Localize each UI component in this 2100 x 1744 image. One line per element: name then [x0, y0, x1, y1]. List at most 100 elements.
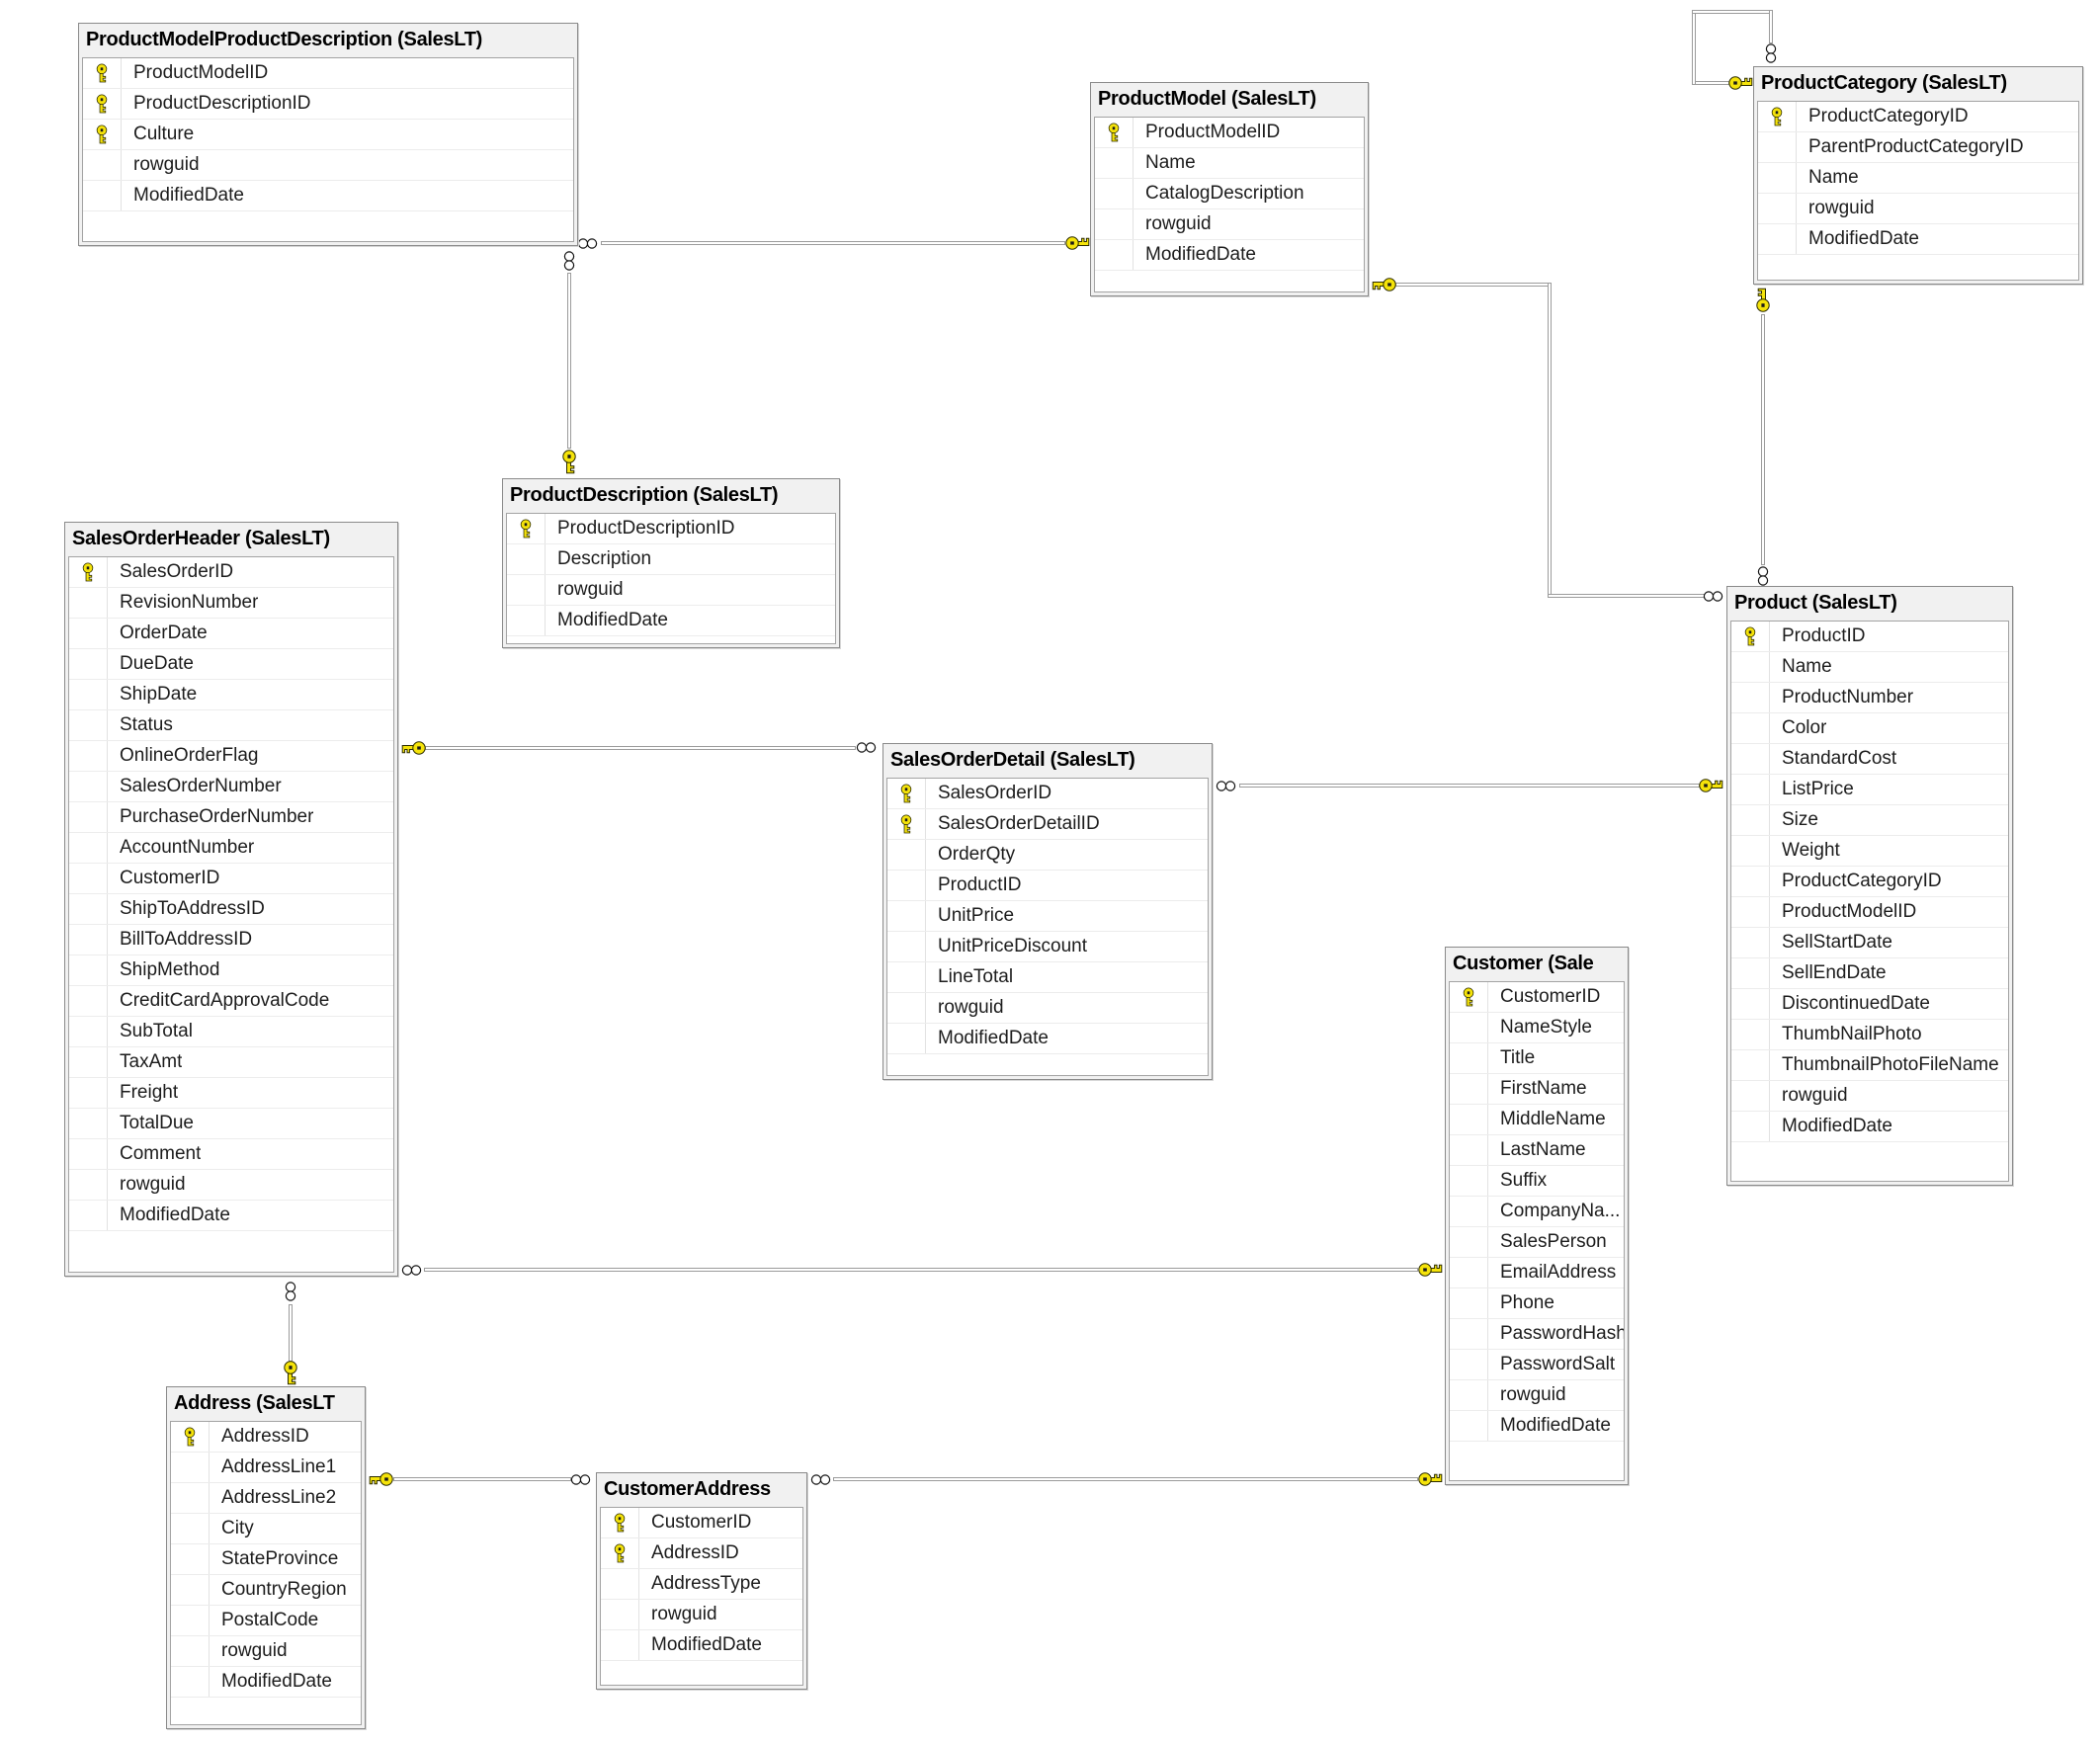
- column-row[interactable]: ProductModelID: [83, 58, 573, 89]
- column-row[interactable]: EmailAddress: [1450, 1258, 1624, 1288]
- column-row[interactable]: Suffix: [1450, 1166, 1624, 1197]
- column-row[interactable]: MiddleName: [1450, 1105, 1624, 1135]
- relationship-line-segment[interactable]: [1548, 283, 1552, 598]
- column-row[interactable]: SalesOrderID: [887, 779, 1208, 809]
- table-title[interactable]: Product (SalesLT): [1734, 592, 1897, 614]
- column-row[interactable]: PostalCode: [171, 1606, 361, 1636]
- relationship-line-segment[interactable]: [1239, 784, 1700, 788]
- relationship-line-segment[interactable]: [567, 273, 571, 449]
- relationship-line-segment[interactable]: [393, 1477, 571, 1481]
- column-row[interactable]: ProductModelID: [1731, 897, 2008, 928]
- column-row[interactable]: ProductModelID: [1095, 118, 1364, 148]
- relationship-line-segment[interactable]: [1694, 81, 1729, 85]
- column-row[interactable]: rowguid: [1095, 209, 1364, 240]
- column-row[interactable]: SubTotal: [69, 1017, 393, 1047]
- relationship-line-segment[interactable]: [1692, 10, 1696, 85]
- column-row[interactable]: Name: [1731, 652, 2008, 683]
- column-row[interactable]: AddressLine2: [171, 1483, 361, 1514]
- column-row[interactable]: ProductID: [887, 871, 1208, 901]
- column-row[interactable]: LineTotal: [887, 962, 1208, 993]
- column-row[interactable]: ShipToAddressID: [69, 894, 393, 925]
- column-row[interactable]: Freight: [69, 1078, 393, 1109]
- column-row[interactable]: ModifiedDate: [887, 1024, 1208, 1054]
- column-row[interactable]: ModifiedDate: [507, 606, 835, 636]
- column-row[interactable]: AddressID: [171, 1422, 361, 1453]
- column-row[interactable]: StateProvince: [171, 1544, 361, 1575]
- column-row[interactable]: ProductDescriptionID: [507, 514, 835, 544]
- column-row[interactable]: AddressType: [601, 1569, 802, 1600]
- table-product-model-product-description[interactable]: ProductModelProductDescription (SalesLT)…: [78, 23, 578, 246]
- column-row[interactable]: ProductDescriptionID: [83, 89, 573, 120]
- column-row[interactable]: rowguid: [83, 150, 573, 181]
- column-row[interactable]: TaxAmt: [69, 1047, 393, 1078]
- column-row[interactable]: CompanyNa...: [1450, 1197, 1624, 1227]
- column-row[interactable]: AddressID: [601, 1538, 802, 1569]
- column-row[interactable]: Weight: [1731, 836, 2008, 867]
- relationship-line-segment[interactable]: [425, 746, 856, 750]
- column-row[interactable]: Phone: [1450, 1288, 1624, 1319]
- column-row[interactable]: Name: [1758, 163, 2078, 194]
- relationship-line-segment[interactable]: [289, 1304, 293, 1362]
- column-row[interactable]: rowguid: [69, 1170, 393, 1201]
- column-row[interactable]: BillToAddressID: [69, 925, 393, 955]
- column-row[interactable]: SalesOrderID: [69, 557, 393, 588]
- column-row[interactable]: ModifiedDate: [1095, 240, 1364, 271]
- column-row[interactable]: rowguid: [601, 1600, 802, 1630]
- table-title[interactable]: SalesOrderDetail (SalesLT): [890, 749, 1135, 771]
- column-row[interactable]: UnitPriceDiscount: [887, 932, 1208, 962]
- table-title[interactable]: ProductDescription (SalesLT): [510, 484, 779, 506]
- table-product-description[interactable]: ProductDescription (SalesLT) ProductDescr…: [502, 478, 840, 648]
- column-row[interactable]: Comment: [69, 1139, 393, 1170]
- column-row[interactable]: SellEndDate: [1731, 958, 2008, 989]
- column-row[interactable]: CreditCardApprovalCode: [69, 986, 393, 1017]
- column-row[interactable]: ParentProductCategoryID: [1758, 132, 2078, 163]
- column-row[interactable]: City: [171, 1514, 361, 1544]
- relationship-line-segment[interactable]: [1769, 10, 1773, 43]
- relationship-line-segment[interactable]: [1548, 594, 1706, 598]
- column-row[interactable]: CountryRegion: [171, 1575, 361, 1606]
- column-row[interactable]: PurchaseOrderNumber: [69, 802, 393, 833]
- column-row[interactable]: ProductNumber: [1731, 683, 2008, 713]
- column-row[interactable]: CustomerID: [69, 864, 393, 894]
- column-row[interactable]: LastName: [1450, 1135, 1624, 1166]
- column-row[interactable]: ModifiedDate: [83, 181, 573, 211]
- column-row[interactable]: ModifiedDate: [1758, 224, 2078, 255]
- column-row[interactable]: CatalogDescription: [1095, 179, 1364, 209]
- table-title[interactable]: ProductCategory (SalesLT): [1761, 72, 2007, 94]
- column-row[interactable]: Description: [507, 544, 835, 575]
- column-row[interactable]: SalesOrderDetailID: [887, 809, 1208, 840]
- table-title[interactable]: CustomerAddress: [604, 1478, 771, 1500]
- column-row[interactable]: AddressLine1: [171, 1453, 361, 1483]
- column-row[interactable]: DiscontinuedDate: [1731, 989, 2008, 1020]
- column-row[interactable]: PasswordSalt: [1450, 1350, 1624, 1380]
- table-title[interactable]: ProductModelProductDescription (SalesLT): [86, 29, 482, 50]
- column-row[interactable]: TotalDue: [69, 1109, 393, 1139]
- column-row[interactable]: SellStartDate: [1731, 928, 2008, 958]
- table-title[interactable]: Address (SalesLT: [174, 1392, 335, 1414]
- column-row[interactable]: SalesOrderNumber: [69, 772, 393, 802]
- column-row[interactable]: PasswordHash: [1450, 1319, 1624, 1350]
- column-row[interactable]: ModifiedDate: [1731, 1112, 2008, 1142]
- relationship-line-segment[interactable]: [424, 1268, 1418, 1272]
- relationship-line-segment[interactable]: [833, 1477, 1418, 1481]
- table-product-category[interactable]: ProductCategory (SalesLT)ProductCategory…: [1753, 66, 2083, 285]
- column-row[interactable]: RevisionNumber: [69, 588, 393, 619]
- column-row[interactable]: ProductID: [1731, 622, 2008, 652]
- column-row[interactable]: ModifiedDate: [171, 1667, 361, 1698]
- column-row[interactable]: UnitPrice: [887, 901, 1208, 932]
- table-title[interactable]: ProductModel (SalesLT): [1098, 88, 1316, 110]
- column-row[interactable]: FirstName: [1450, 1074, 1624, 1105]
- column-row[interactable]: Status: [69, 710, 393, 741]
- column-row[interactable]: ShipMethod: [69, 955, 393, 986]
- column-row[interactable]: Name: [1095, 148, 1364, 179]
- column-row[interactable]: rowguid: [171, 1636, 361, 1667]
- column-row[interactable]: NameStyle: [1450, 1013, 1624, 1043]
- column-row[interactable]: ThumbnailPhotoFileName: [1731, 1050, 2008, 1081]
- column-row[interactable]: AccountNumber: [69, 833, 393, 864]
- column-row[interactable]: CustomerID: [601, 1508, 802, 1538]
